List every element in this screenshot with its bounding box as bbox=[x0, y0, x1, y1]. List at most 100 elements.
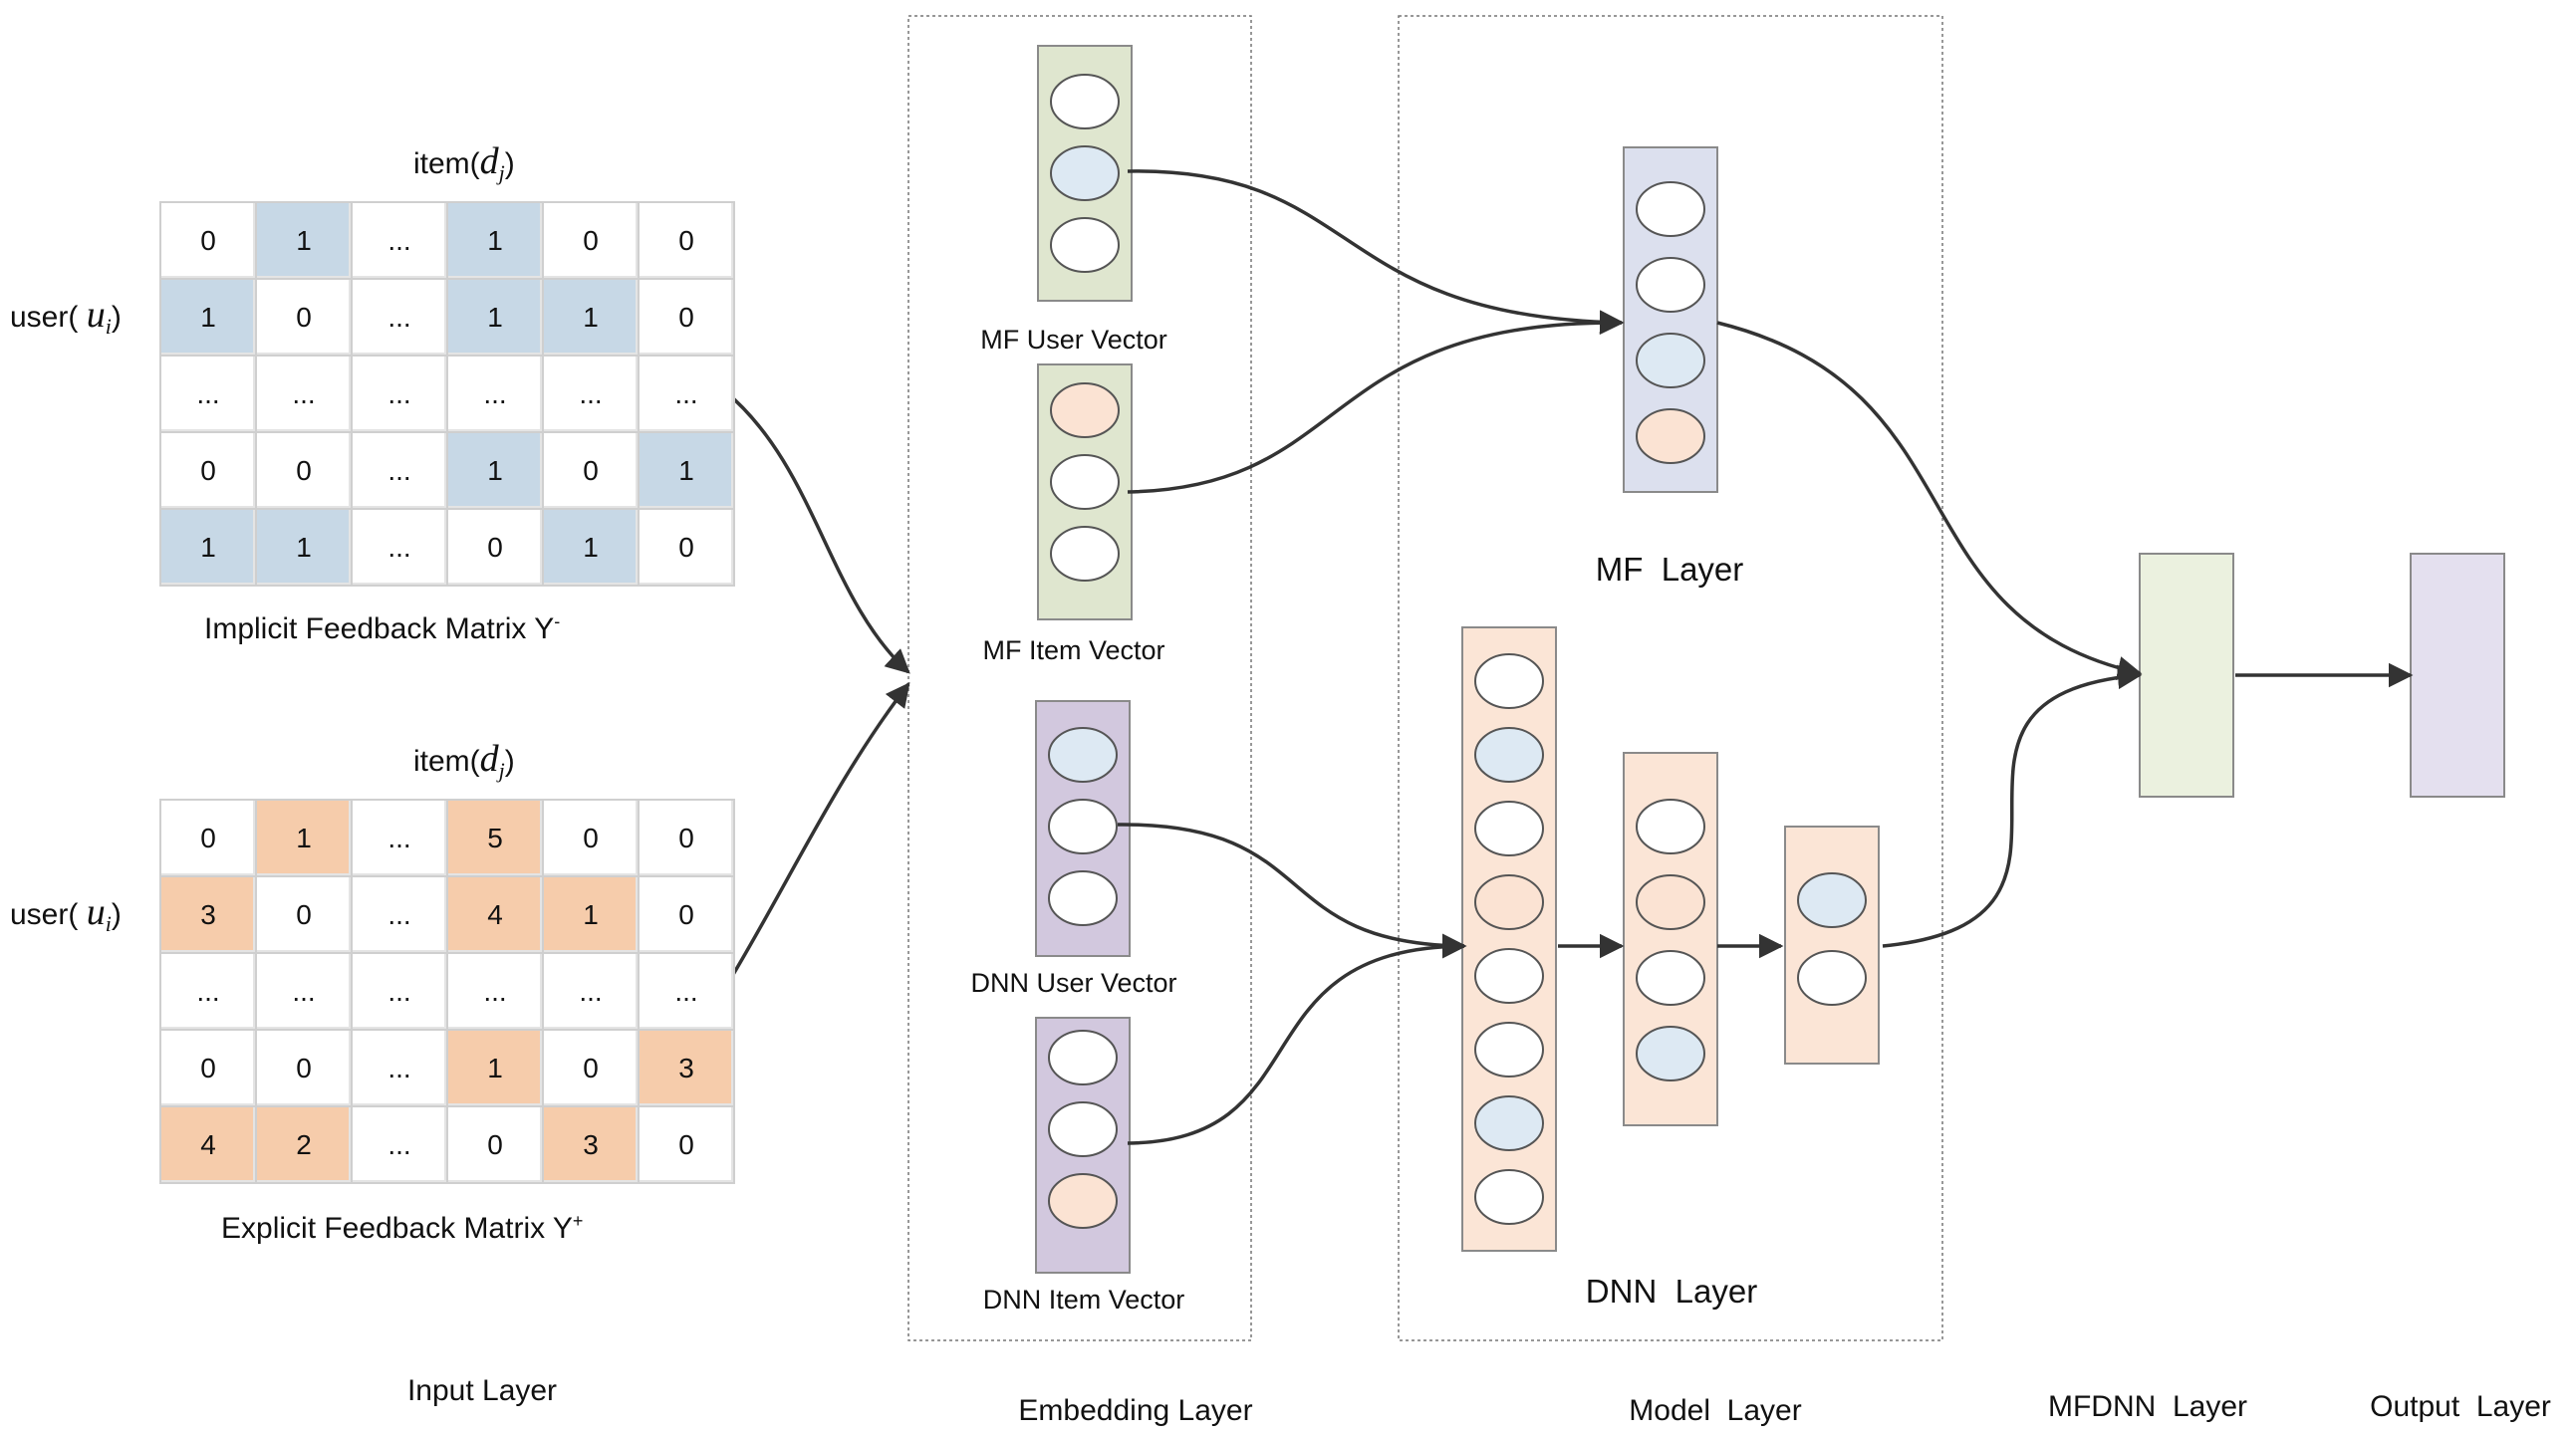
matrix-cell: 0 bbox=[638, 875, 735, 954]
matrix-cell: ... bbox=[351, 201, 448, 280]
dnn-layer-column-2-node bbox=[1636, 1026, 1705, 1081]
implicit-item-axis-label: item(dj) bbox=[413, 140, 515, 185]
dnn-item-vector-box-node bbox=[1048, 1173, 1118, 1229]
dnn-item-vector-label: DNN Item Vector bbox=[982, 1285, 1185, 1315]
arrow-implicit-to-embedding bbox=[723, 389, 910, 674]
matrix-cell: 1 bbox=[446, 1029, 544, 1107]
mf-item-vector-box-node bbox=[1050, 526, 1120, 582]
mfdnn-box bbox=[2139, 553, 2234, 798]
matrix-cell: 0 bbox=[446, 508, 544, 587]
model-layer-frame bbox=[1398, 15, 1943, 1341]
matrix-cell: 0 bbox=[255, 1029, 353, 1107]
matrix-cell: ... bbox=[351, 1029, 448, 1107]
matrix-cell: 5 bbox=[446, 799, 544, 877]
matrix-cell: ... bbox=[446, 952, 544, 1031]
connection-arrows bbox=[723, 169, 2414, 1145]
matrix-cell: ... bbox=[446, 355, 544, 433]
matrix-cell: ... bbox=[255, 355, 353, 433]
matrix-cell: 0 bbox=[542, 799, 640, 877]
dnn-layer-column-1-node bbox=[1474, 1022, 1544, 1078]
matrix-row: .................. bbox=[159, 355, 735, 433]
arrow-mf-layer-to-mfdnn bbox=[1716, 321, 2143, 681]
matrix-cell: 0 bbox=[255, 875, 353, 954]
dnn-user-vector-box-node bbox=[1048, 870, 1118, 926]
implicit-user-axis-label: user( ui) bbox=[10, 294, 122, 339]
dnn-layer-column-3-node bbox=[1797, 950, 1867, 1006]
matrix-cell: 1 bbox=[542, 278, 640, 357]
arrow-dnn-user-to-dnn-layer bbox=[1117, 823, 1467, 959]
matrix-cell: 0 bbox=[542, 1029, 640, 1107]
dnn-layer-label: DNN Layer bbox=[1585, 1273, 1758, 1310]
matrix-cell: ... bbox=[159, 952, 257, 1031]
explicit-item-axis-label: item(dj) bbox=[413, 738, 515, 783]
matrix-cell: ... bbox=[542, 355, 640, 433]
matrix-cell: 1 bbox=[255, 508, 353, 587]
mf-layer-box-node bbox=[1636, 257, 1705, 313]
matrix-cell: 3 bbox=[638, 1029, 735, 1107]
matrix-cell: ... bbox=[638, 355, 735, 433]
matrix-cell: ... bbox=[351, 875, 448, 954]
mf-layer-label: MF Layer bbox=[1595, 551, 1744, 588]
dnn-layer-column-1-node bbox=[1474, 727, 1544, 783]
matrix-cell: 1 bbox=[446, 431, 544, 510]
arrow-dnn-layer-to-mfdnn bbox=[1882, 664, 2143, 948]
dnn-item-vector-box-node bbox=[1048, 1101, 1118, 1157]
matrix-cell: 1 bbox=[255, 799, 353, 877]
matrix-cell: 4 bbox=[446, 875, 544, 954]
matrix-cell: ... bbox=[542, 952, 640, 1031]
embedding-layer-title: Embedding Layer bbox=[1018, 1394, 1253, 1427]
arrow-explicit-to-embedding bbox=[723, 682, 910, 989]
vector-nodes bbox=[1048, 74, 1867, 1229]
matrix-cell: 0 bbox=[255, 431, 353, 510]
arrow-dnn-item-to-dnn-layer bbox=[1127, 933, 1467, 1145]
dnn-layer-column-3 bbox=[1784, 826, 1880, 1065]
matrix-cell: ... bbox=[351, 952, 448, 1031]
matrix-cell: 3 bbox=[159, 875, 257, 954]
output-box bbox=[2410, 553, 2505, 798]
matrix-cell: ... bbox=[159, 355, 257, 433]
mf-layer-box-node bbox=[1636, 333, 1705, 388]
matrix-cell: ... bbox=[351, 278, 448, 357]
matrix-cell: ... bbox=[255, 952, 353, 1031]
mf-layer-box-node bbox=[1636, 181, 1705, 237]
matrix-cell: ... bbox=[351, 355, 448, 433]
dnn-layer-column-1 bbox=[1461, 626, 1557, 1252]
mf-item-vector-label: MF Item Vector bbox=[982, 635, 1165, 665]
matrix-cell: ... bbox=[351, 799, 448, 877]
arrow-mf-item-to-mf-layer bbox=[1127, 310, 1625, 494]
dnn-layer-column-3-node bbox=[1797, 872, 1867, 928]
matrix-cell: 1 bbox=[638, 431, 735, 510]
dnn-layer-column-2-node bbox=[1636, 799, 1705, 854]
matrix-cell: 0 bbox=[159, 201, 257, 280]
dnn-layer-column-1-node bbox=[1474, 1095, 1544, 1151]
matrix-cell: 3 bbox=[542, 1105, 640, 1184]
input-layer-title: Input Layer bbox=[406, 1374, 558, 1407]
matrix-cell: 0 bbox=[638, 278, 735, 357]
matrix-cell: ... bbox=[638, 952, 735, 1031]
matrix-cell: 0 bbox=[638, 201, 735, 280]
matrix-cell: 1 bbox=[542, 508, 640, 587]
mf-layer-box-node bbox=[1636, 408, 1705, 464]
matrix-cell: 0 bbox=[255, 278, 353, 357]
matrix-cell: 1 bbox=[159, 508, 257, 587]
matrix-cell: 0 bbox=[542, 431, 640, 510]
model-layer-title: Model Layer bbox=[1629, 1394, 1802, 1427]
matrix-cell: 0 bbox=[159, 1029, 257, 1107]
matrix-cell: ... bbox=[351, 431, 448, 510]
dnn-item-vector-box-node bbox=[1048, 1030, 1118, 1085]
arrow-mf-user-to-mf-layer bbox=[1127, 169, 1625, 335]
matrix-cell: 1 bbox=[446, 201, 544, 280]
matrix-cell: 0 bbox=[542, 201, 640, 280]
matrix-cell: 0 bbox=[159, 431, 257, 510]
dnn-layer-column-1-node bbox=[1474, 874, 1544, 930]
